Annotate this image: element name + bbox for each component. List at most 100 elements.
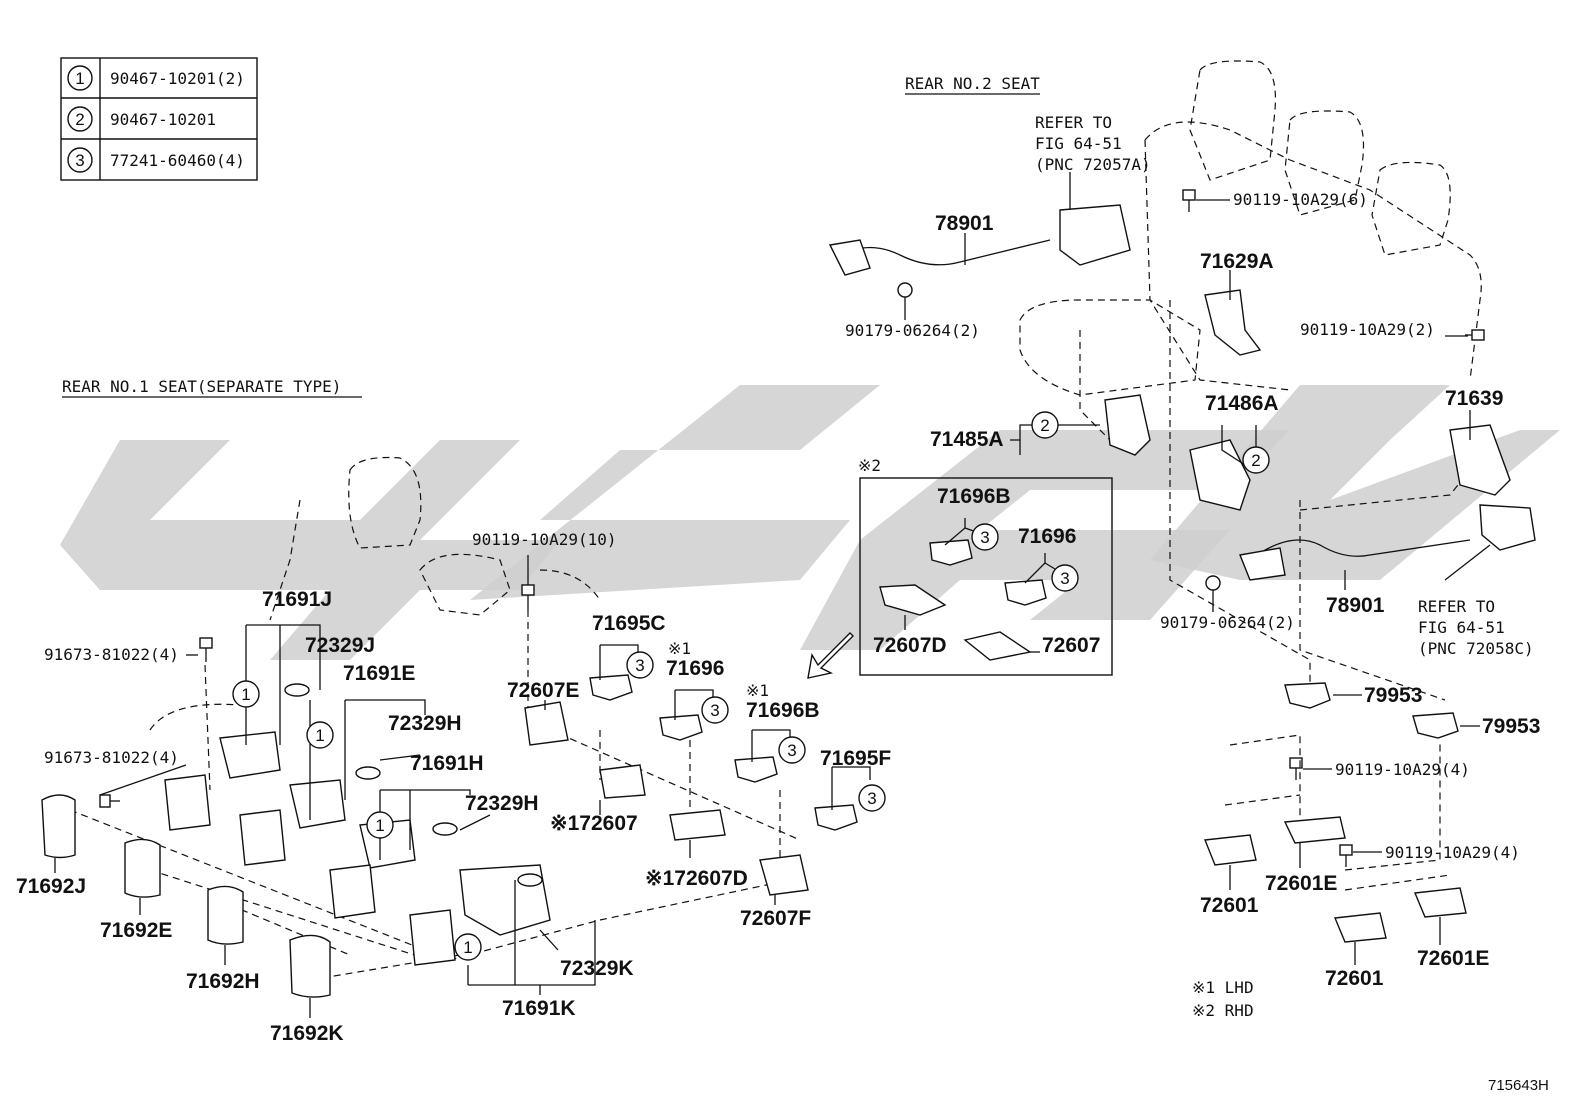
callout-1: 1 [241,685,250,704]
rear-no2-seat-outline [1019,60,1482,701]
label-78901-top: 78901 [935,212,994,235]
legend-key-2: 2 [75,110,84,129]
label-refer-top-3: (PNC 72057A) [1035,155,1151,174]
label-91673-b: 91673-81022(4) [44,748,179,767]
note-rhd: ※2 RHD [1192,1001,1254,1020]
part-71629A [1204,289,1262,356]
label-71696B-box: 71696B [937,485,1011,508]
section-rear-no1: REAR NO.1 SEAT(SEPARATE TYPE) [62,377,341,396]
part-labels: REFER TO FIG 64-51 (PNC 72057A) 78901 90… [16,113,1549,1094]
legend-table: 1 2 3 90467-10201(2) 90467-10201 77241-6… [60,57,258,181]
legend-part-2: 90467-10201 [110,110,216,129]
callout-3: 3 [867,789,876,808]
label-72601-b: 72601 [1325,967,1384,990]
label-refer-bot-3: (PNC 72058C) [1418,639,1534,658]
part-71639 [1449,424,1511,496]
part-79953-b [1412,712,1459,739]
section-rear-no2: REAR NO.2 SEAT [905,74,1040,93]
label-72607F: 72607F [740,907,811,930]
callout-3: 3 [787,741,796,760]
label-72607E: 72607E [507,679,579,702]
callout-3: 3 [980,528,989,547]
callout-1: 1 [375,816,384,835]
cable-78901-top [828,204,1131,320]
label-72329J: 72329J [305,634,375,657]
label-79953-b: 79953 [1482,715,1540,738]
label-refer-top-1: REFER TO [1035,113,1112,132]
label-72329H-a: 72329H [388,712,462,735]
callout-3: 3 [635,656,644,675]
part-71486A [1189,439,1251,511]
part-71692J [41,794,76,859]
label-71696-mark: ※1 [668,639,691,658]
rhd-inset-box [859,477,1113,676]
callout-1: 1 [315,726,324,745]
part-71696 [659,714,703,741]
label-71696B: 71696B [746,699,820,722]
label-90179-top: 90179-06264(2) [845,321,980,340]
label-71696B-mark: ※1 [746,681,769,700]
label-71691K: 71691K [502,997,576,1020]
callout-3: 3 [710,701,719,720]
label-72329H-b: 72329H [465,792,539,815]
label-72329K: 72329K [560,957,634,980]
label-71629A: 71629A [1200,250,1274,273]
label-71692H: 71692H [186,970,260,993]
note-lhd: ※1 LHD [1192,978,1254,997]
callout-2: 2 [1040,416,1049,435]
part-71692E [124,838,161,898]
part-72601-b [1333,912,1387,943]
callout-2: 2 [1251,451,1260,470]
label-90179-bottom: 90179-06264(2) [1160,613,1295,632]
label-71691H: 71691H [410,752,484,775]
part-72607F [759,854,809,896]
part-72607D [669,809,726,841]
label-refer-bot-1: REFER TO [1418,597,1495,616]
watermark-logo [60,385,1560,660]
label-72607D-s1: ※172607D [645,867,748,890]
label-71691E: 71691E [343,662,415,685]
part-71695C [589,674,633,701]
label-71486A: 71486A [1205,392,1279,415]
label-72601E-a: 72601E [1265,872,1337,895]
part-72601E-b [1413,887,1467,918]
figure-id: 715643H [1488,1077,1549,1094]
part-72601-a [1204,834,1257,866]
part-79953-a [1284,682,1331,709]
label-91673-a: 91673-81022(4) [44,645,179,664]
label-71691J: 71691J [262,588,332,611]
label-90119-4a: 90119-10A29(4) [1335,760,1470,779]
legend-key-3: 3 [75,151,84,170]
label-rhd-box-mark: ※2 [858,456,881,475]
label-79953-a: 79953 [1364,684,1422,707]
label-71695F: 71695F [820,747,891,770]
part-72607E [524,701,569,746]
legend-key-1: 1 [75,69,84,88]
part-71692H [207,885,244,945]
callout-3: 3 [1060,569,1069,588]
part-72601E-a [1283,816,1346,844]
label-72607-s1: ※172607 [550,812,638,835]
label-71696: 71696 [666,657,724,680]
label-90119-2: 90119-10A29(2) [1300,320,1435,339]
label-71695C: 71695C [592,612,666,635]
part-72607 [599,764,646,799]
label-71692K: 71692K [270,1022,344,1045]
label-72607D-box: 72607D [873,634,947,657]
label-71639: 71639 [1445,387,1503,410]
label-71692J: 71692J [16,875,86,898]
label-refer-top-2: FIG 64-51 [1035,134,1122,153]
pointer-arrow [807,632,854,679]
legend-part-3: 77241-60460(4) [110,151,245,170]
label-refer-bot-2: FIG 64-51 [1418,618,1505,637]
cable-78901-bottom [1205,504,1536,591]
callout-circles: 2 2 3 3 1 1 1 1 3 3 3 3 [232,411,1270,961]
part-71696B [734,756,778,783]
label-71485A: 71485A [930,428,1004,451]
bolt-icons [99,189,1485,867]
label-78901-bottom: 78901 [1326,594,1385,617]
label-90119-10: 90119-10A29(10) [472,530,617,549]
label-72601-a: 72601 [1200,894,1259,917]
callout-1: 1 [463,938,472,957]
